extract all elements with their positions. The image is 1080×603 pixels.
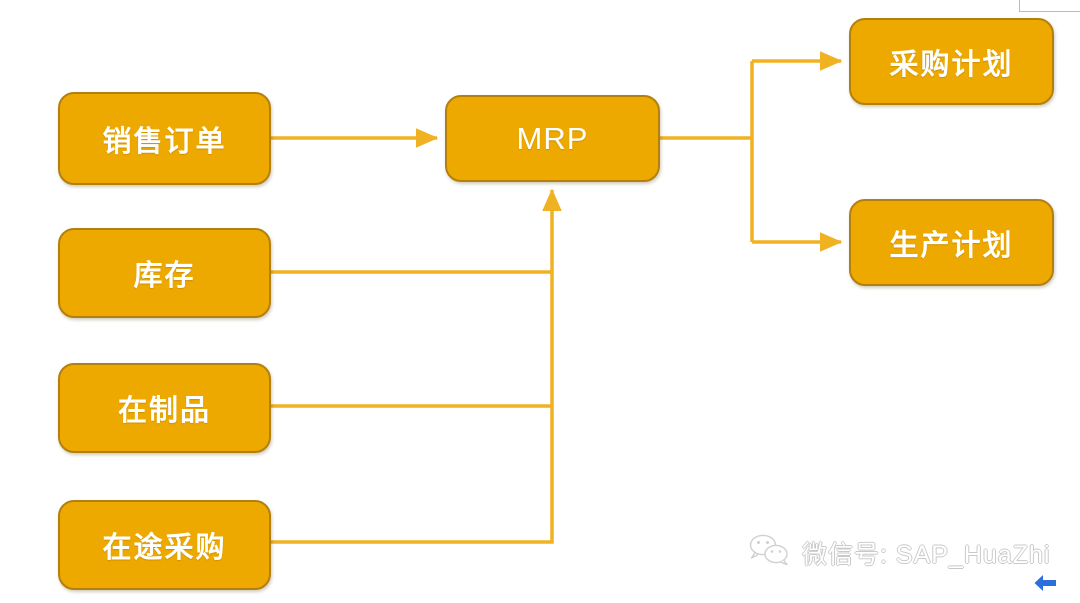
node-sales-order[interactable]: 销售订单 (58, 92, 271, 185)
node-sales-order-label: 销售订单 (102, 125, 227, 158)
edge-transit-to-mrp (271, 188, 562, 544)
wechat-icon (748, 533, 792, 572)
node-procurement-plan[interactable]: 采购计划 (849, 18, 1054, 105)
cropped-ui-frame (1019, 0, 1080, 12)
node-inventory-label: 库存 (133, 260, 196, 292)
node-work-in-progress[interactable]: 在制品 (58, 363, 271, 453)
watermark-text: 微信号: SAP_HuaZhi (802, 540, 1051, 569)
node-work-in-progress-label: 在制品 (117, 395, 211, 427)
back-arrow-icon[interactable] (1032, 572, 1058, 599)
node-inventory[interactable]: 库存 (58, 228, 271, 318)
node-mrp[interactable]: MRP (445, 95, 660, 182)
node-procurement-plan-label: 采购计划 (889, 48, 1014, 81)
watermark: 微信号: SAP_HuaZhi (748, 533, 1050, 572)
edge-mrp-outputs-trunk (660, 61, 754, 140)
node-production-plan[interactable]: 生产计划 (849, 199, 1054, 286)
node-production-plan-label: 生产计划 (889, 229, 1014, 262)
node-purchase-in-transit[interactable]: 在途采购 (58, 500, 271, 590)
node-purchase-in-transit-label: 在途采购 (102, 532, 227, 564)
node-mrp-label: MRP (516, 120, 589, 156)
